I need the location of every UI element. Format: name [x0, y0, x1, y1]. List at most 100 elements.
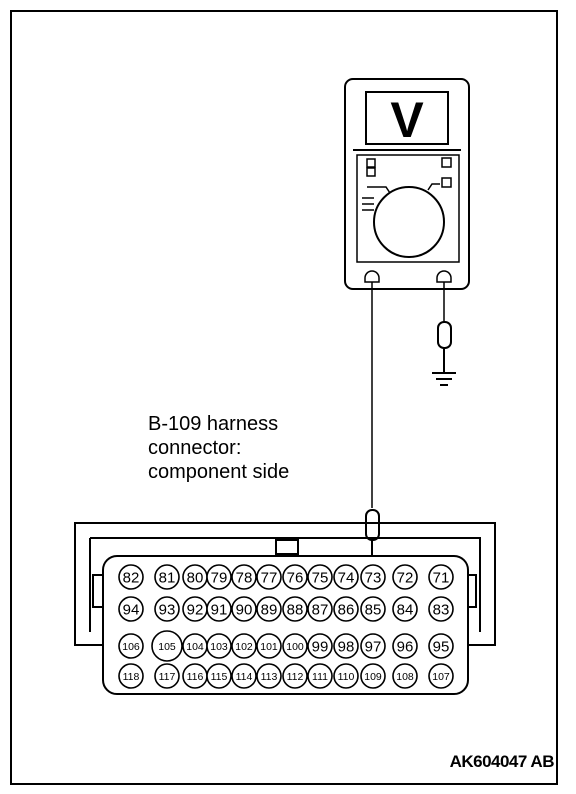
terminal-73: 73 [360, 564, 386, 590]
terminal-106: 106 [118, 633, 144, 659]
terminal-label: 115 [211, 671, 228, 683]
terminal-label: 111 [312, 671, 328, 683]
terminal-101: 101 [256, 633, 282, 659]
terminal-81: 81 [154, 564, 180, 590]
terminal-label: 109 [364, 671, 382, 683]
meter-display [365, 91, 449, 145]
terminal-91: 91 [206, 596, 232, 622]
terminal-118: 118 [118, 663, 144, 689]
terminal-label: 84 [397, 602, 414, 619]
terminal-label: 89 [261, 602, 278, 619]
terminal-80: 80 [182, 564, 208, 590]
terminal-label: 117 [159, 671, 176, 683]
terminal-102: 102 [231, 633, 257, 659]
terminal-117: 117 [154, 663, 180, 689]
terminal-label: 96 [397, 639, 414, 656]
terminal-97: 97 [360, 633, 386, 659]
terminal-label: 92 [187, 602, 204, 619]
terminal-label: 101 [260, 641, 278, 653]
terminal-label: 87 [312, 602, 329, 619]
terminal-108: 108 [392, 663, 418, 689]
terminal-label: 82 [123, 570, 140, 587]
terminal-87: 87 [307, 596, 333, 622]
figure-id: AK604047 AB [449, 752, 555, 771]
terminal-77: 77 [256, 564, 282, 590]
terminal-label: 90 [236, 602, 253, 619]
terminal-113: 113 [256, 663, 282, 689]
terminal-104: 104 [182, 633, 208, 659]
caption-line-1: B-109 harness [148, 413, 279, 435]
terminal-83: 83 [428, 596, 454, 622]
terminal-111: 111 [307, 663, 333, 689]
terminal-71: 71 [428, 564, 454, 590]
terminal-label: 85 [365, 602, 382, 619]
terminal-107: 107 [428, 663, 454, 689]
terminal-96: 96 [392, 633, 418, 659]
terminal-label: 77 [261, 570, 278, 587]
terminal-label: 79 [211, 570, 228, 587]
terminal-label: 73 [365, 570, 382, 587]
selector-dial [373, 186, 445, 258]
terminal-99: 99 [307, 633, 333, 659]
terminal-89: 89 [256, 596, 282, 622]
terminal-label: 107 [432, 671, 450, 683]
terminal-100: 100 [282, 633, 308, 659]
terminal-74: 74 [333, 564, 359, 590]
terminal-label: 116 [187, 671, 204, 683]
terminal-label: 113 [261, 671, 278, 683]
terminal-103: 103 [206, 633, 232, 659]
frame [10, 10, 558, 785]
terminal-label: 71 [433, 570, 450, 587]
terminal-78: 78 [231, 564, 257, 590]
terminal-90: 90 [231, 596, 257, 622]
terminal-label: 76 [287, 570, 304, 587]
terminal-label: 118 [123, 671, 140, 683]
terminal-label: 104 [186, 641, 204, 653]
terminal-label: 72 [397, 570, 414, 587]
connector-housing [74, 522, 496, 695]
terminal-label: 110 [338, 671, 355, 683]
multimeter: V [344, 78, 470, 290]
terminal-label: 88 [287, 602, 304, 619]
connector-caption: B-109 harness connector: component side [148, 412, 289, 484]
terminal-label: 106 [122, 641, 140, 653]
terminal-98: 98 [333, 633, 359, 659]
terminal-label: 114 [236, 671, 253, 683]
terminal-label: 75 [312, 570, 329, 587]
terminal-label: 105 [158, 641, 176, 653]
terminal-label: 94 [123, 602, 140, 619]
terminal-79: 79 [206, 564, 232, 590]
terminal-95: 95 [428, 633, 454, 659]
terminal-105: 105 [151, 630, 183, 662]
meter-display-symbol: V [390, 92, 424, 148]
terminal-92: 92 [182, 596, 208, 622]
terminal-label: 97 [365, 639, 382, 656]
terminal-label: 99 [312, 639, 329, 656]
caption-line-3: component side [148, 461, 290, 483]
terminal-85: 85 [360, 596, 386, 622]
terminal-116: 116 [182, 663, 208, 689]
terminal-84: 84 [392, 596, 418, 622]
ground-symbol [432, 372, 456, 386]
terminal-110: 110 [333, 663, 359, 689]
ground-clip [437, 321, 452, 349]
terminal-label: 86 [338, 602, 355, 619]
terminal-72: 72 [392, 564, 418, 590]
terminal-75: 75 [307, 564, 333, 590]
terminal-82: 82 [118, 564, 144, 590]
jack-left [364, 270, 380, 283]
terminal-label: 100 [286, 641, 304, 653]
terminal-label: 78 [236, 570, 253, 587]
probe-tip [365, 509, 380, 541]
terminal-label: 80 [187, 570, 204, 587]
terminal-114: 114 [231, 663, 257, 689]
terminal-label: 102 [235, 641, 253, 653]
terminal-76: 76 [282, 564, 308, 590]
terminal-label: 83 [433, 602, 450, 619]
terminal-label: 103 [210, 641, 228, 653]
terminal-93: 93 [154, 596, 180, 622]
terminal-label: 81 [159, 570, 176, 587]
terminal-label: 112 [287, 671, 304, 683]
